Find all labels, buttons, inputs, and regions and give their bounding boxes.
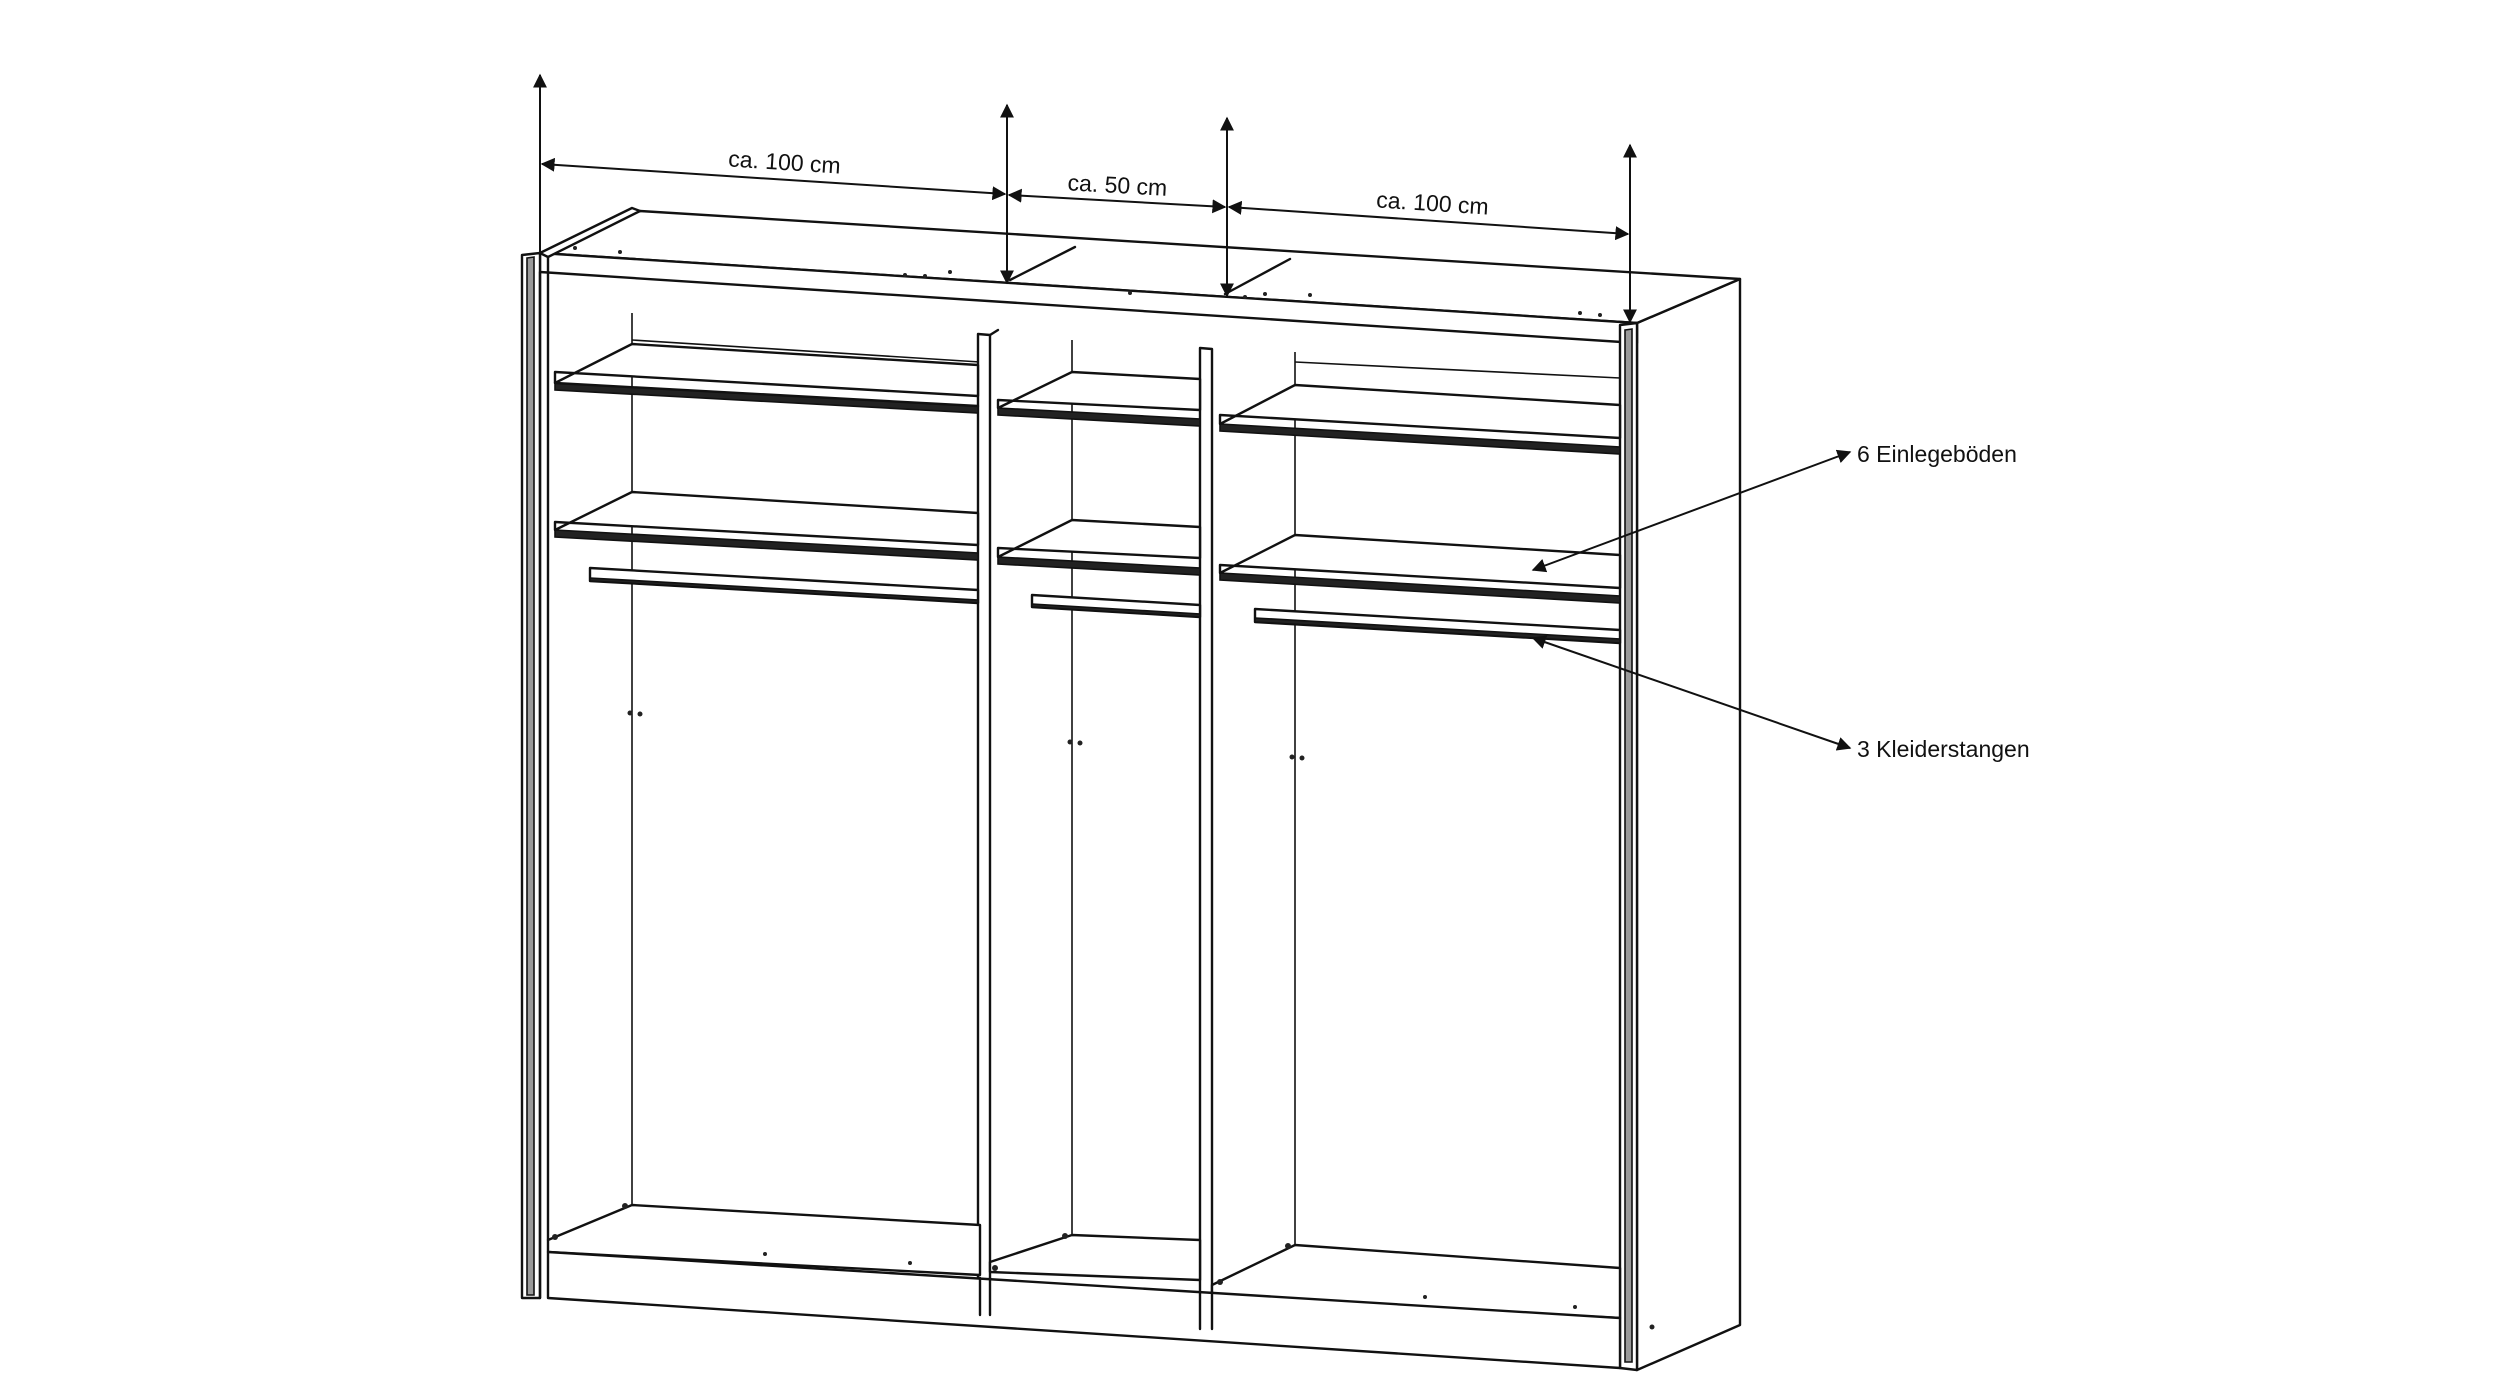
shelf-right-middle bbox=[1218, 533, 1622, 604]
shelf-middle-middle bbox=[996, 518, 1202, 576]
bottom-plinth bbox=[546, 1203, 1622, 1370]
shelf-middle-upper bbox=[996, 370, 1202, 427]
shelf-right-upper bbox=[1218, 383, 1622, 455]
callout-shelves-label: 6 Einlegeböden bbox=[1857, 441, 2017, 467]
shelves bbox=[553, 342, 1622, 604]
divider-right bbox=[1198, 346, 1214, 1332]
rod-middle bbox=[1030, 593, 1202, 619]
rod-left bbox=[588, 566, 980, 605]
callout-rods-label: 3 Kleiderstangen bbox=[1857, 736, 2030, 762]
dimension-left-label: ca. 100 cm bbox=[728, 145, 842, 178]
left-side-panel bbox=[520, 206, 642, 1300]
shelf-left-upper bbox=[553, 342, 980, 414]
back-hooks bbox=[627, 710, 1305, 761]
top-panel bbox=[538, 209, 1742, 345]
shelf-left-middle bbox=[553, 490, 980, 561]
dimension-lines bbox=[533, 73, 1637, 324]
right-front-edge bbox=[1618, 321, 1639, 1372]
dimension-middle-label: ca. 50 cm bbox=[1067, 169, 1168, 201]
divider-left bbox=[976, 328, 1000, 1317]
rod-right bbox=[1253, 607, 1622, 645]
top-holes bbox=[573, 246, 1602, 317]
dimension-right-label: ca. 100 cm bbox=[1376, 186, 1490, 219]
callout-leaders bbox=[1531, 449, 1852, 751]
back-wall bbox=[631, 313, 1621, 1269]
right-side-panel bbox=[1630, 277, 1742, 1372]
